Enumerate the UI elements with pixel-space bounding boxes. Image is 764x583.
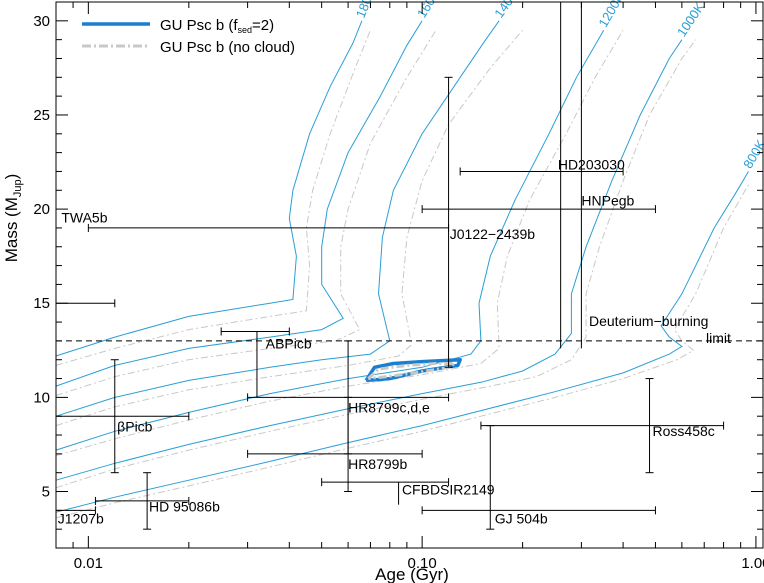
legend-label-cloud: GU Psc b (fsed=2) [160, 17, 274, 35]
x-tick-label: 0.10 [408, 555, 437, 572]
object-label: CFBDSIR2149 [402, 481, 495, 497]
isochrone-label-1200K: 1200K [595, 0, 627, 30]
object-label: J0122−2439b [450, 226, 535, 242]
isochrone-1600K [55, 20, 423, 387]
isochrone-nocloud-1800K [55, 30, 371, 366]
object-label: Ross458c [653, 423, 715, 439]
object-hd203030: HD203030 [459, 2, 625, 349]
deuterium-label-line2: limit [706, 330, 731, 346]
object-label: HR8799c,d,e [348, 399, 430, 415]
object-hd-95086b: HD 95086b [94, 472, 220, 530]
isochrone-label-800K: 800K [740, 137, 764, 171]
object-j0122-2439b: J0122−2439b [87, 76, 535, 368]
gu-psc-b-track-layer [364, 357, 462, 383]
object-label: TWA5b [61, 209, 107, 225]
legend: GU Psc b (fsed=2) GU Psc b (no cloud) [82, 17, 295, 56]
object-label: HD203030 [558, 157, 625, 173]
isochrone-nocloud-1000K [55, 39, 697, 489]
isochrone-1800K [55, 20, 363, 357]
isochrone-label-1400K: 1400K [491, 0, 525, 21]
y-axis-title: Mass (MJup) [2, 174, 24, 263]
object-label: J1207b [58, 511, 104, 527]
y-tick-label: 10 [33, 389, 50, 406]
object-hnpegb: HNPegb [421, 2, 656, 349]
isochrone-nocloud-1200K [55, 29, 624, 457]
object-cfbdsir2149: CFBDSIR2149 [321, 478, 495, 505]
object-ross458c: Ross458c [480, 378, 725, 474]
isochrone-nocloud-1600K [55, 29, 437, 396]
object-label: HR8799b [348, 456, 407, 472]
isochrone-label-1800K: 1800K [353, 0, 381, 20]
object-twa5b: TWA5b [55, 209, 116, 308]
object-label: GJ 504b [495, 511, 548, 527]
axes: 0.01 0.10 1.00 5 10 15 20 25 30 [33, 1, 764, 572]
object-label: ABPicb [266, 335, 312, 351]
isochrone-nocloud-800K [55, 184, 749, 519]
gu-psc-b-nocloud-track [367, 362, 460, 381]
object-j1207b: J1207b [55, 506, 104, 527]
object-hr8799b: HR8799b [247, 396, 423, 493]
isochrone-800K [55, 171, 749, 513]
isochrone-label-1000K: 1000K [674, 0, 708, 39]
object-label: HD 95086b [149, 498, 220, 514]
object-label: βPicb [117, 418, 153, 434]
isochrone-1000K [55, 39, 683, 481]
legend-label-nocloud: GU Psc b (no cloud) [160, 39, 295, 56]
isochrone-1200K [55, 29, 605, 451]
deuterium-burning-limit: Deuterium−burning limit [56, 313, 763, 346]
object-label: HNPegb [581, 192, 634, 208]
deuterium-label-line1: Deuterium−burning [589, 313, 708, 329]
y-tick-label: 25 [33, 107, 50, 124]
y-tick-label: 5 [42, 484, 50, 501]
x-tick-label: 0.01 [74, 555, 103, 572]
y-tick-label: 30 [33, 13, 50, 30]
x-tick-label: 1.00 [741, 555, 764, 572]
y-tick-label: 20 [33, 201, 50, 218]
object-abpicb: ABPicb [220, 327, 312, 398]
isochrone-1400K [55, 20, 500, 417]
y-tick-label: 15 [33, 295, 50, 312]
object--picb: βPicb [55, 359, 190, 474]
object-gj-504b: GJ 504b [421, 425, 656, 530]
isochrone-label-1600K: 1600K [414, 0, 447, 20]
x-axis-title: Age (Gyr) [375, 565, 449, 583]
isochrone-layer: 1800K 1600K 1400K 1200K 1000K 800K [55, 0, 764, 519]
plot-frame [55, 1, 764, 549]
